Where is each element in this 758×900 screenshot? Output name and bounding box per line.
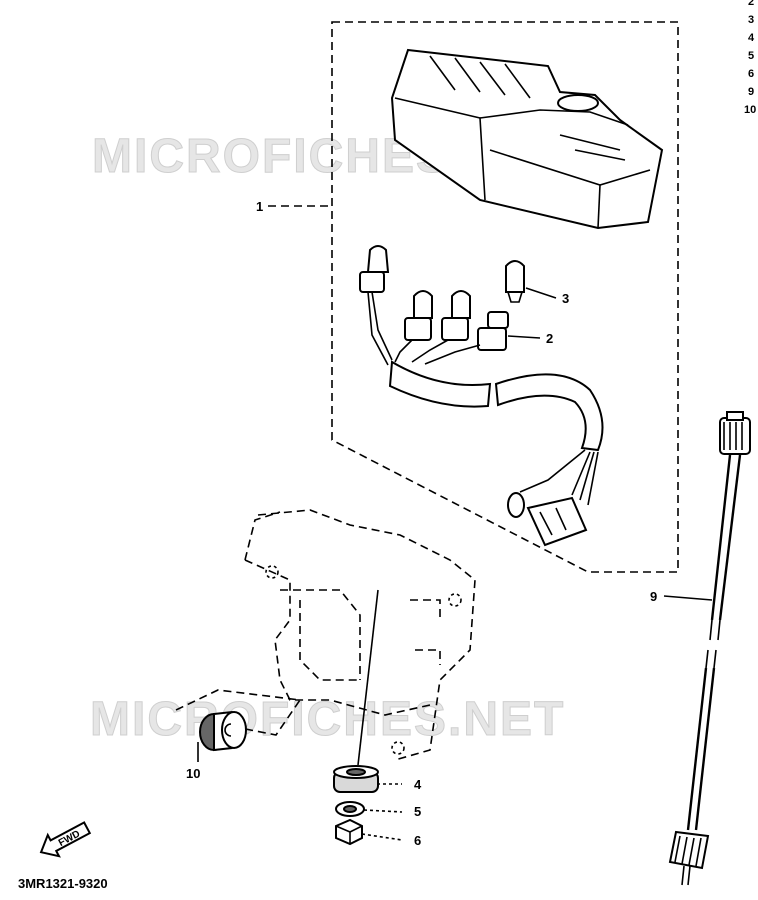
diagram-code: 3MR1321-9320 — [18, 876, 108, 891]
callout-9: 9 — [650, 589, 657, 604]
leader-lines — [197, 205, 713, 841]
bulb-socket-2 — [477, 311, 509, 351]
speedometer-cable — [668, 411, 751, 886]
mounting-bracket — [175, 509, 476, 766]
side-index-10: 10 — [744, 104, 756, 116]
side-index-9: 9 — [748, 86, 754, 98]
damper-4 — [333, 765, 379, 793]
watermark-bottom: MICROFICHES.NET — [90, 693, 565, 746]
side-index-list: 2 3 4 5 6 9 10 — [744, 0, 756, 116]
grommet-10 — [199, 710, 247, 752]
side-index-6: 6 — [748, 68, 754, 80]
assembly-boundary — [331, 21, 679, 573]
side-index-2: 2 — [748, 0, 754, 8]
fwd-arrow: FWD — [39, 821, 92, 858]
side-index-5: 5 — [748, 50, 754, 62]
side-index-3: 3 — [748, 14, 754, 26]
wire-harness — [367, 291, 604, 547]
fwd-label: FWD — [57, 829, 82, 849]
bulb-socket-mid-b — [441, 290, 471, 341]
callout-3: 3 — [562, 291, 569, 306]
bulb-socket-left — [359, 245, 390, 293]
nut-6 — [335, 818, 363, 846]
bulb-socket-mid-a — [404, 290, 433, 341]
callout-5: 5 — [414, 804, 421, 819]
callout-6: 6 — [414, 833, 421, 848]
side-index-4: 4 — [748, 32, 755, 44]
bulb-3 — [505, 260, 525, 303]
meter-housing — [390, 48, 664, 230]
callout-10: 10 — [186, 766, 200, 781]
callout-4: 4 — [414, 777, 422, 792]
callout-1: 1 — [256, 199, 263, 214]
washer-5 — [335, 801, 365, 817]
callout-2: 2 — [546, 331, 553, 346]
